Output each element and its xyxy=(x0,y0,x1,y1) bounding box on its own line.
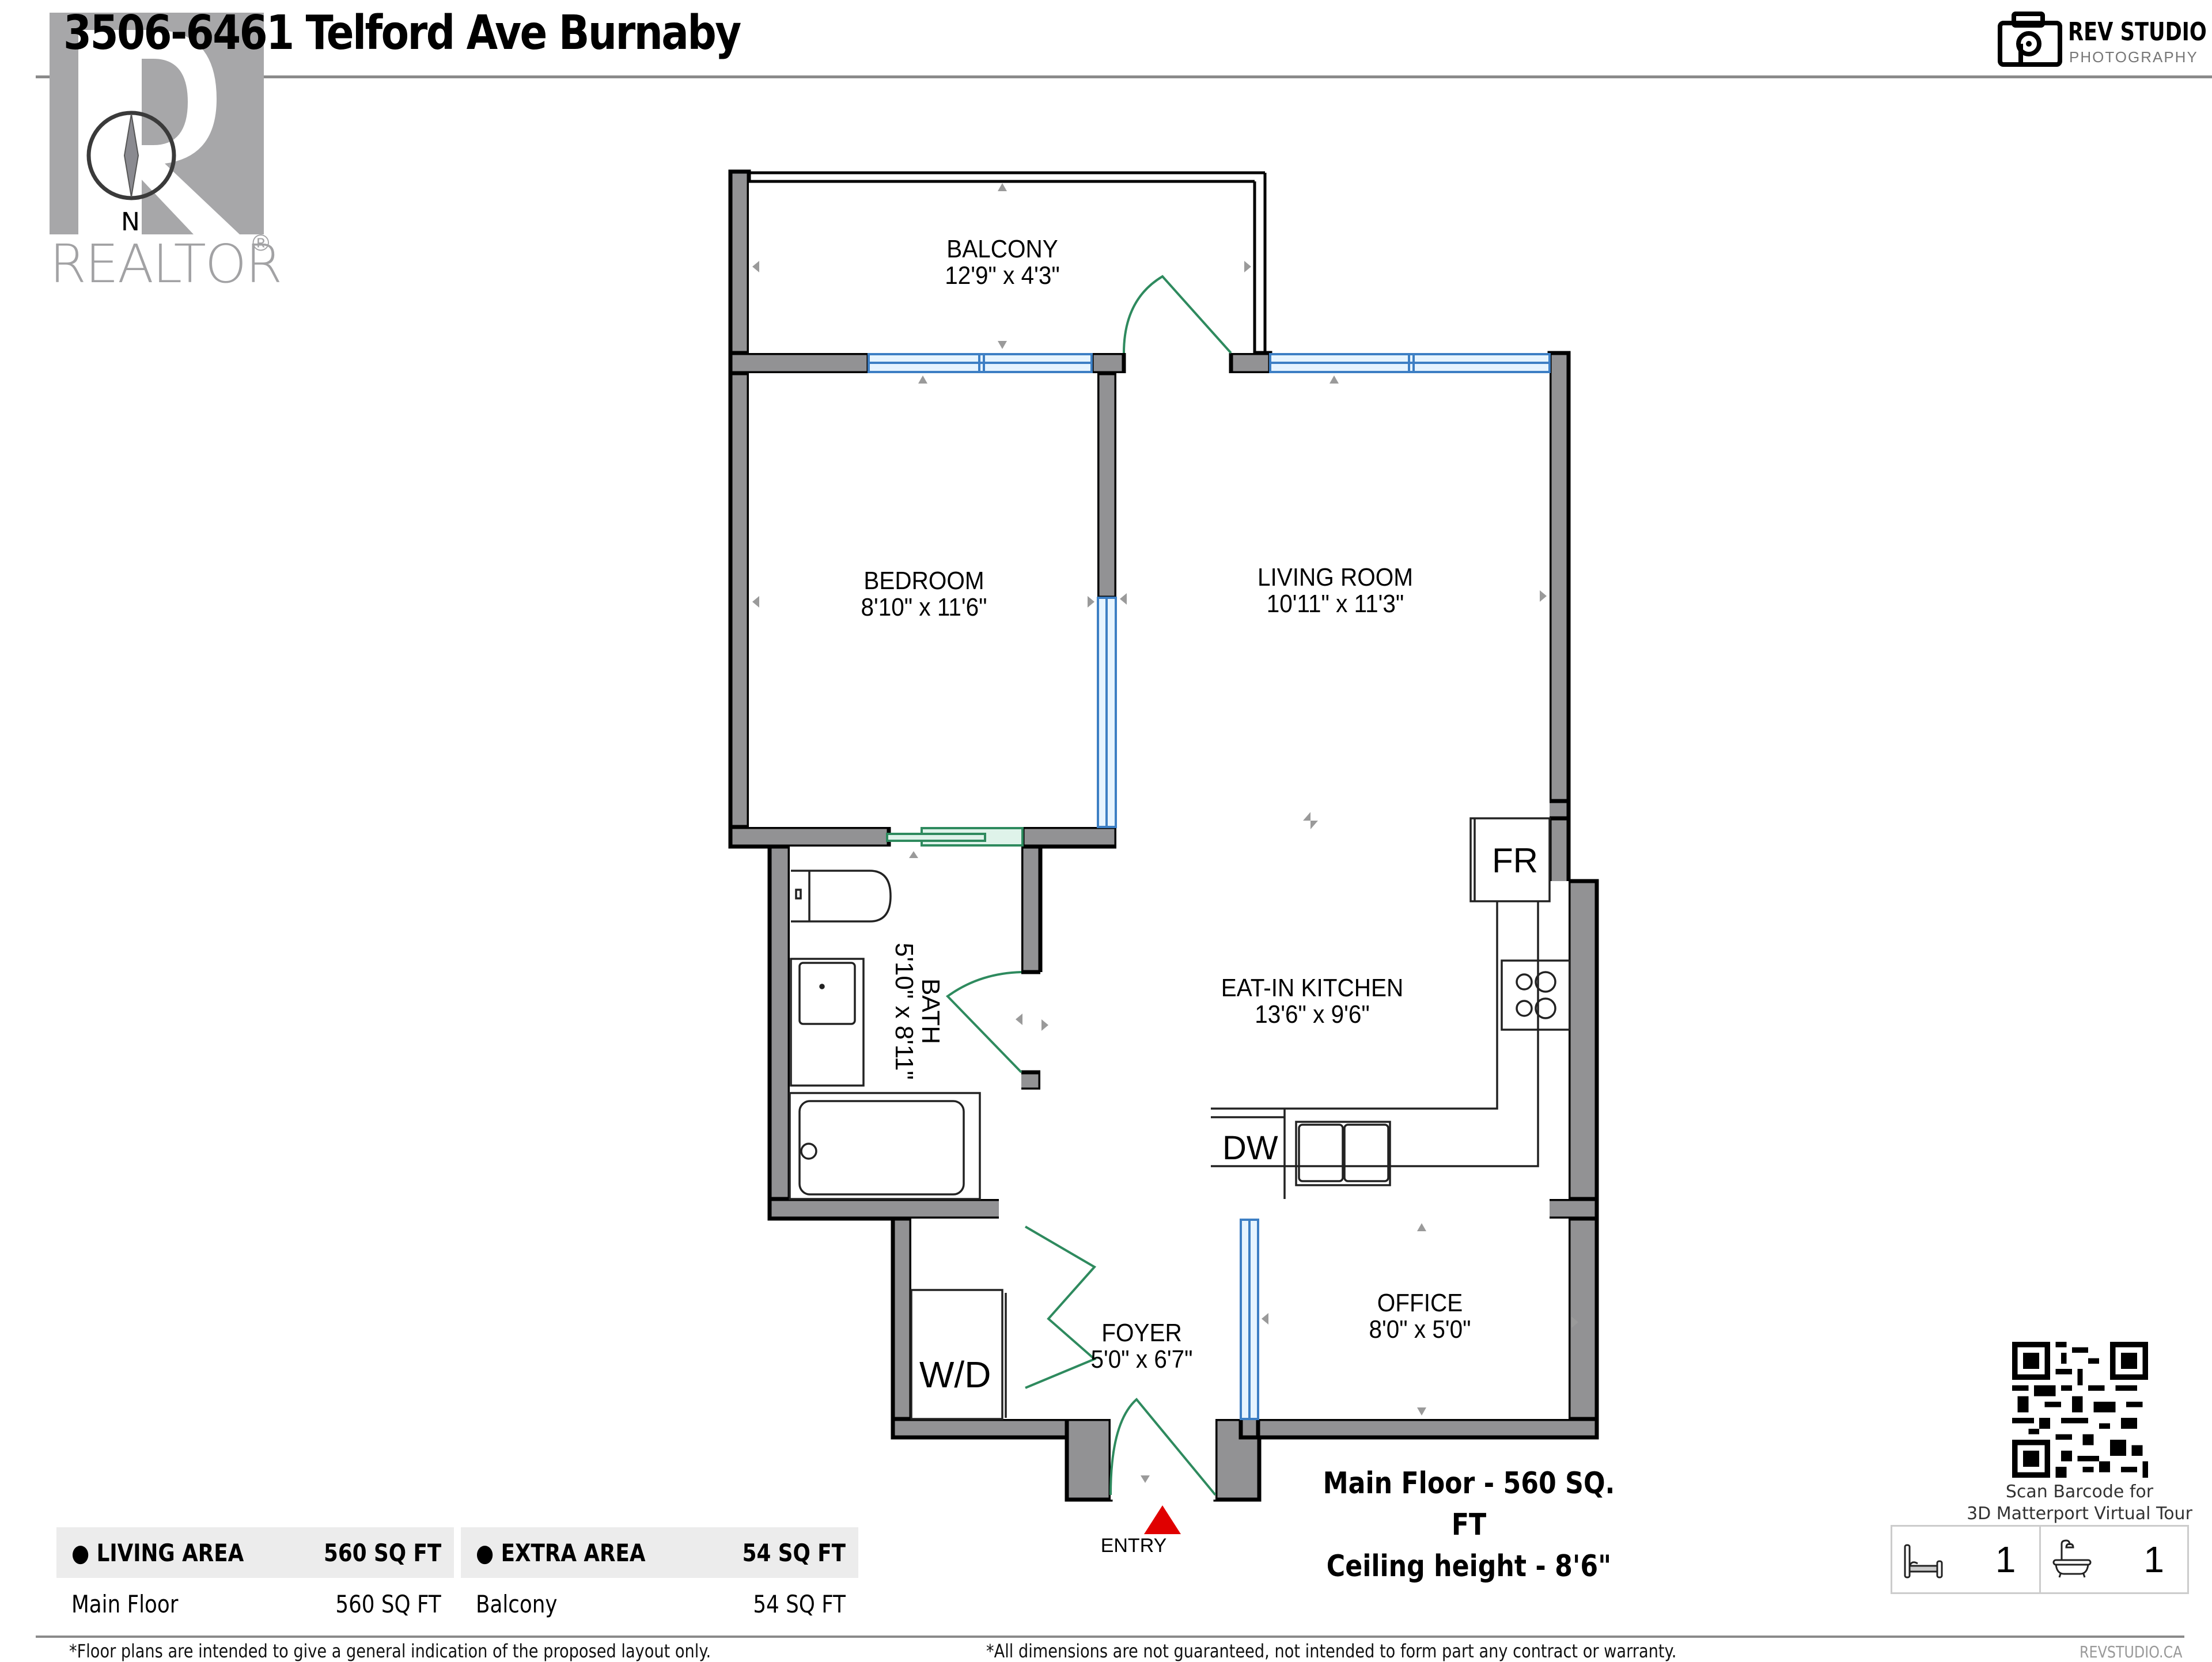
bedroom-count-value: 1 xyxy=(1995,1539,2016,1580)
entry-label: ENTRY xyxy=(1100,1535,1167,1557)
room-name: BALCONY xyxy=(946,235,1058,263)
extra-area-column: ● EXTRA AREA 54 SQ FT Balcony 54 SQ FT xyxy=(461,1527,858,1630)
fridge-label: FR xyxy=(1492,841,1538,880)
room-foyer: FOYER 5'0" x 6'7" xyxy=(1091,1320,1193,1373)
brand-subtitle: PHOTOGRAPHY xyxy=(2069,48,2198,66)
room-name: OFFICE xyxy=(1377,1289,1463,1317)
disclaimer-dimensions: *All dimensions are not guaranteed, not … xyxy=(986,1640,1677,1662)
bathroom-count: 1 xyxy=(2039,1527,2188,1592)
entry-marker-icon xyxy=(1144,1505,1181,1534)
room-name: BEDROOM xyxy=(863,567,984,595)
room-dims: 8'0" x 5'0" xyxy=(1369,1315,1471,1344)
room-balcony: BALCONY 12'9" x 4'3" xyxy=(945,236,1059,289)
row-label: Balcony xyxy=(476,1589,558,1618)
realtor-wordmark: REALTOR xyxy=(50,233,282,295)
extra-area-header: ● EXTRA AREA 54 SQ FT xyxy=(461,1527,858,1578)
room-name: BATH xyxy=(916,978,945,1045)
bed-icon xyxy=(1904,1544,1943,1578)
windows xyxy=(868,353,1551,1420)
room-counts: 1 1 xyxy=(1891,1525,2189,1594)
main-floor-area: Main Floor - 560 SQ. FT xyxy=(1323,1466,1615,1542)
room-dims: 5'0" x 6'7" xyxy=(1090,1345,1193,1373)
extra-area-label: EXTRA AREA xyxy=(501,1538,646,1567)
page-title: 3506-6461 Telford Ave Burnaby xyxy=(63,6,741,60)
room-bedroom: BEDROOM 8'10" x 11'6" xyxy=(861,568,987,621)
footer-divider xyxy=(36,1636,2184,1638)
room-dims: 10'11" x 11'3" xyxy=(1266,590,1404,618)
row-value: 54 SQ FT xyxy=(753,1589,846,1618)
row-label: Main Floor xyxy=(71,1589,179,1618)
ceiling-height: Ceiling height - 8'6" xyxy=(1326,1549,1612,1584)
camera-icon xyxy=(1998,12,2062,67)
fixtures xyxy=(789,817,1571,1420)
living-area-label: LIVING AREA xyxy=(96,1538,244,1567)
bedroom-count: 1 xyxy=(1892,1527,2039,1592)
room-dims: 12'9" x 4'3" xyxy=(945,261,1060,290)
qr-code[interactable] xyxy=(2012,1342,2148,1478)
row-value: 560 SQ FT xyxy=(335,1589,441,1618)
bathroom-count-value: 1 xyxy=(2143,1539,2164,1580)
website-link[interactable]: REVSTUDIO.CA xyxy=(2080,1642,2183,1661)
room-name: LIVING ROOM xyxy=(1257,563,1413,591)
table-row: Main Floor 560 SQ FT xyxy=(56,1578,454,1630)
realtor-r-icon xyxy=(78,30,240,234)
dishwasher-label: DW xyxy=(1222,1129,1278,1167)
room-name: EAT-IN KITCHEN xyxy=(1221,974,1404,1002)
living-area-value: 560 SQ FT xyxy=(323,1538,441,1567)
disclaimer-layout: *Floor plans are intended to give a gene… xyxy=(69,1640,711,1662)
laundry-label: W/D xyxy=(919,1354,991,1395)
qr-caption-line2: 3D Matterport Virtual Tour xyxy=(1967,1504,2192,1524)
room-dims: 13'6" x 9'6" xyxy=(1255,1000,1370,1029)
header-divider xyxy=(36,75,2212,78)
north-compass-icon xyxy=(86,111,176,200)
doors xyxy=(945,275,1232,1496)
qr-caption-line1: Scan Barcode for xyxy=(2005,1482,2154,1502)
extra-area-value: 54 SQ FT xyxy=(742,1538,846,1567)
room-bath: BATH 5'10" x 8'11" xyxy=(890,942,945,1080)
room-living: LIVING ROOM 10'11" x 11'3" xyxy=(1257,564,1413,617)
bedroom-closet-door xyxy=(886,827,1024,847)
table-row: Balcony 54 SQ FT xyxy=(461,1578,858,1630)
dimension-markers xyxy=(752,183,1578,1483)
living-area-column: ● LIVING AREA 560 SQ FT Main Floor 560 S… xyxy=(56,1527,454,1630)
qr-caption: Scan Barcode for 3D Matterport Virtual T… xyxy=(1967,1481,2192,1525)
room-name: FOYER xyxy=(1101,1319,1182,1347)
brand-name: REV STUDIO xyxy=(2068,17,2207,47)
bathtub-icon xyxy=(2052,1539,2091,1578)
floor-summary: Main Floor - 560 SQ. FT Ceiling height -… xyxy=(1322,1463,1616,1587)
realtor-logo xyxy=(50,13,264,234)
room-dims: 5'10" x 8'11" xyxy=(890,942,918,1080)
living-area-header: ● LIVING AREA 560 SQ FT xyxy=(56,1527,454,1578)
compass-north-label: N xyxy=(121,207,140,237)
room-kitchen: EAT-IN KITCHEN 13'6" x 9'6" xyxy=(1221,975,1403,1028)
balcony-railing xyxy=(749,171,1267,353)
room-dims: 8'10" x 11'6" xyxy=(861,593,987,621)
realtor-registered-mark: ® xyxy=(252,230,270,256)
room-office: OFFICE 8'0" x 5'0" xyxy=(1369,1290,1471,1343)
